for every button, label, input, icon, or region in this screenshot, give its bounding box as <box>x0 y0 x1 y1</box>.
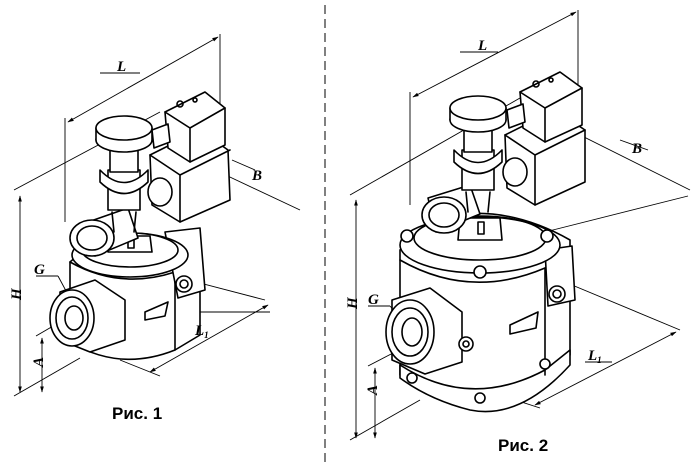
label-A-fig1: A <box>31 357 47 368</box>
figure-1: L B H G A L1 Рис. 1 <box>9 34 301 423</box>
label-L1-main-fig2: L <box>587 348 597 364</box>
label-L1-sub-fig1: 1 <box>204 330 209 340</box>
dim-A-fig2 <box>367 351 396 439</box>
label-H-fig2: H <box>345 296 361 310</box>
solenoid-coil-fig2 <box>502 71 586 206</box>
label-H-fig1: H <box>9 287 25 301</box>
label-B-fig1: B <box>251 168 262 184</box>
figure-2: L B H G A L1 Рис. 2 <box>345 10 691 455</box>
label-L-fig2: L <box>477 38 487 54</box>
dim-L-fig1 <box>64 34 221 222</box>
valve-body-fig1 <box>49 227 206 361</box>
label-L1-fig2: L1 <box>587 348 602 365</box>
label-A-fig2: A <box>365 385 381 396</box>
valve-body-fig2 <box>385 212 576 413</box>
manual-knob-fig1 <box>95 115 153 233</box>
label-L1-main-fig1: L <box>194 323 204 339</box>
label-L1-sub-fig2: 1 <box>597 355 602 365</box>
sight-glass-fig1 <box>69 207 139 257</box>
solenoid-coil-fig1 <box>147 91 231 223</box>
dim-L-fig2 <box>409 10 579 205</box>
manual-knob-fig2 <box>449 95 507 213</box>
label-L-fig1: L <box>116 59 126 75</box>
caption-fig1: Рис. 1 <box>112 404 162 423</box>
label-L1-fig1: L1 <box>194 323 209 340</box>
label-G-fig1: G <box>34 262 45 278</box>
label-G-fig2: G <box>368 292 379 308</box>
label-B-fig2: B <box>631 141 642 157</box>
dim-L1-fig2 <box>499 279 681 409</box>
caption-fig2: Рис. 2 <box>498 436 548 455</box>
